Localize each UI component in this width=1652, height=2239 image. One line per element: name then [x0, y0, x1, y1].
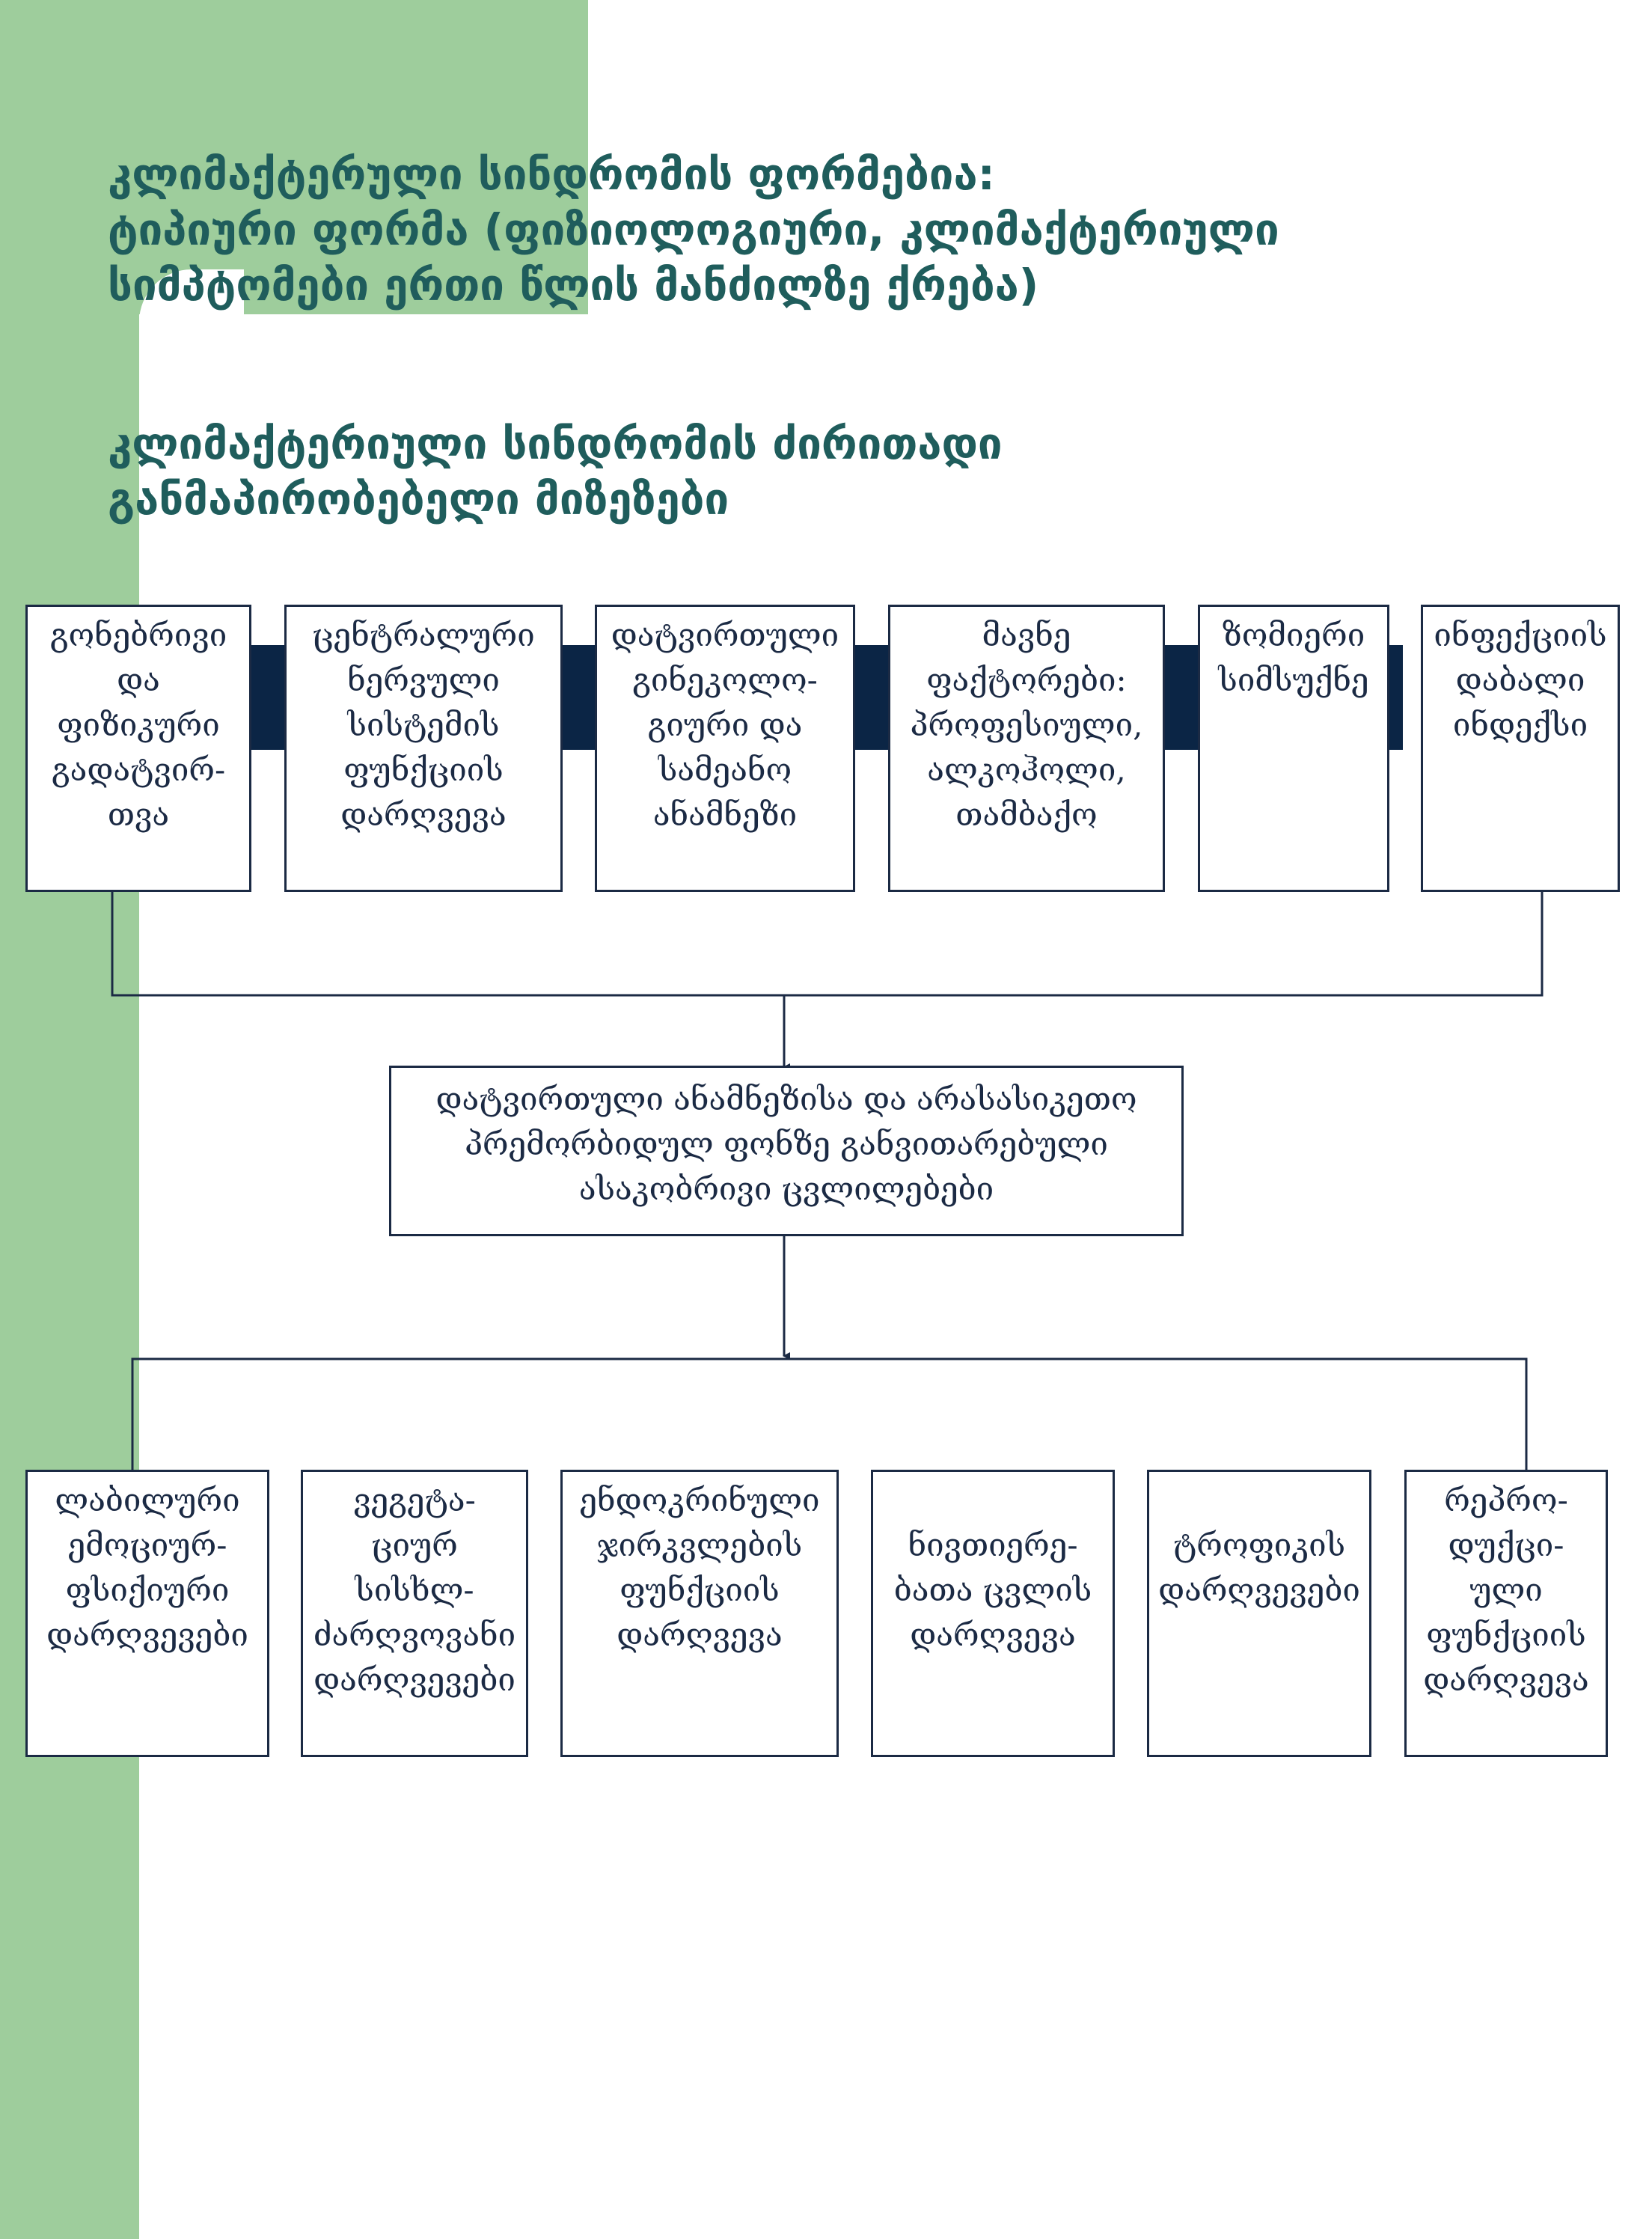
- connector-bar-5: [1388, 645, 1403, 750]
- causes-bracket-line: [111, 891, 1544, 997]
- effect-box-emotional-disorders: ლაბილური ემოციურ- ფსიქიური დარღვევები: [25, 1470, 269, 1757]
- connector-bar-2: [560, 645, 596, 750]
- effect-box-vegetovascular-disorders: ვეგეტა- ციურ სისხლ- ძარღვოვანი დარღვევებ…: [301, 1470, 528, 1757]
- cause-box-cns-dysfunction: ცენტრალური ნერვული სისტემის ფუნქციის დარ…: [284, 605, 563, 892]
- cause-box-moderate-obesity: ზომიერი სიმსუქნე: [1198, 605, 1389, 892]
- connector-bar-1: [250, 645, 286, 750]
- center-box-age-changes: დატვირთული ანამნეზისა და არასასიკეთო პრე…: [389, 1066, 1184, 1236]
- white-header-area: [588, 0, 1652, 314]
- effect-box-trophic-disorders: ტროფიკის დარღვევები: [1147, 1470, 1371, 1757]
- cause-box-mental-physical-overload: გონებრივი და ფიზიკური გადატვირ- თვა: [25, 605, 251, 892]
- green-band-left: [0, 0, 139, 2239]
- heading-causes: კლიმაქტერიული სინდრომის ძირითადი განმაპი…: [108, 418, 1003, 525]
- heading-forms: კლიმაქტერული სინდრომის ფორმებია: ტიპიური…: [108, 149, 1279, 311]
- cause-box-low-infection-index: ინფექციის დაბალი ინდექსი: [1421, 605, 1620, 892]
- cause-box-gynecological-history: დატვირთული გინეკოლო- გიური და სამეანო ან…: [595, 605, 855, 892]
- cause-box-harmful-factors: მავნე ფაქტორები: პროფესიული, ალკოჰოლი, თ…: [888, 605, 1165, 892]
- effect-box-metabolic-disorders: ნივთიერე- ბათა ცვლის დარღვევა: [871, 1470, 1115, 1757]
- connector-bar-4: [1163, 645, 1199, 750]
- effects-bracket-line: [131, 1357, 1528, 1471]
- connector-bar-3: [854, 645, 890, 750]
- rounded-white-corner: [139, 269, 244, 374]
- effect-box-reproductive-dysfunction: რეპრო- დუქცი- ული ფუნქციის დარღვევა: [1404, 1470, 1608, 1757]
- effect-box-endocrine-dysfunction: ენდოკრინული ჯირკვლების ფუნქციის დარღვევა: [560, 1470, 839, 1757]
